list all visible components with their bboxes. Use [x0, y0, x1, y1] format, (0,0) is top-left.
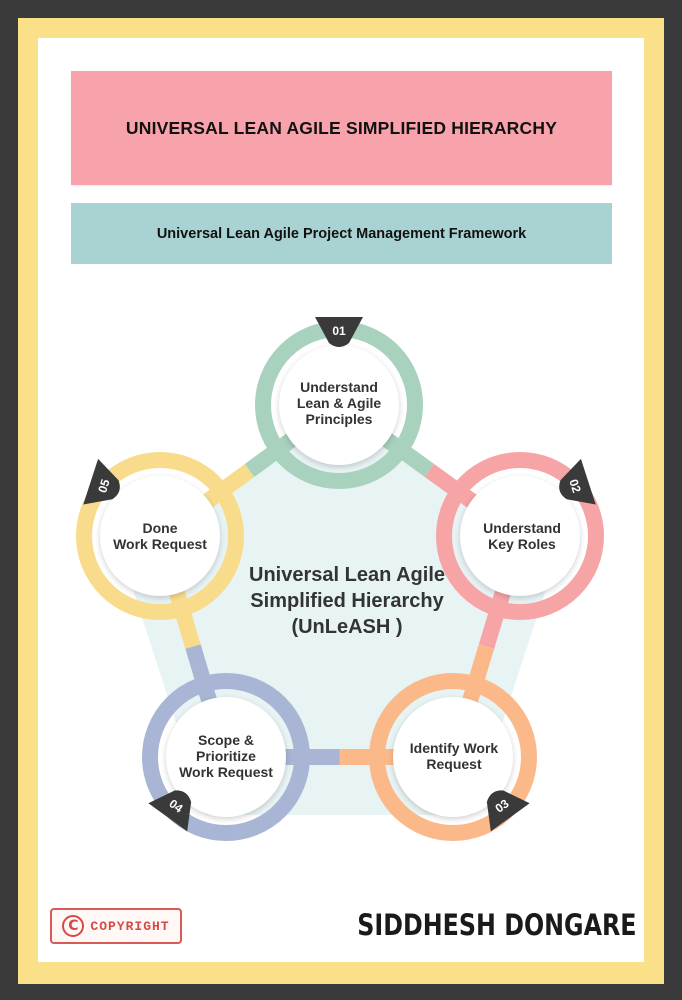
step-label-line: Work Request [179, 764, 273, 780]
step-label-line: Identify Work [410, 740, 499, 756]
step-node-04: Scope & Prioritize Work Request 04 [142, 673, 310, 841]
step-circle [100, 476, 220, 596]
step-ring [76, 452, 244, 620]
page-subtitle: Universal Lean Agile Project Management … [156, 225, 527, 242]
step-node-03: Identify Work Request 03 [369, 673, 537, 841]
copyright-icon: C [62, 915, 85, 937]
step-label-line: Principles [306, 411, 373, 427]
step-label-line: Understand [300, 379, 378, 395]
step-label-line: Work Request [113, 536, 207, 552]
step-label-line: Lean & Agile [297, 395, 381, 411]
step-circle [279, 345, 399, 465]
step-label-line: Prioritize [196, 748, 256, 764]
badge-shape [148, 790, 192, 832]
step-label-line: Done [143, 520, 178, 536]
badge-shape [486, 790, 530, 832]
center-title-line: Simplified Hierarchy [250, 590, 444, 612]
step-circle [460, 476, 580, 596]
title-banner: UNIVERSAL LEAN AGILE SIMPLIFIED HIERARCH… [71, 71, 612, 185]
step-label-line: Request [426, 756, 482, 772]
step-ring [436, 452, 604, 620]
author-name: SIDDHESH DONGARE [357, 908, 637, 942]
step-label-line: Scope & [198, 732, 254, 748]
page-title: UNIVERSAL LEAN AGILE SIMPLIFIED HIERARCH… [125, 117, 558, 138]
badge-shape [559, 458, 596, 505]
step-ring [142, 673, 310, 841]
badge-shape [315, 317, 363, 347]
step-badge: 03 [486, 790, 530, 832]
step-label-line: Understand [483, 520, 561, 536]
subtitle-banner: Universal Lean Agile Project Management … [71, 203, 612, 264]
step-label-line: Key Roles [488, 536, 556, 552]
step-node-01: Understand Lean & Agile Principles 01 [255, 317, 423, 489]
step-number: 02 [566, 477, 584, 494]
badge-shape [83, 458, 120, 505]
copyright-label: COPYRIGHT [90, 918, 170, 934]
step-node-02: Understand Key Roles 02 [436, 452, 604, 620]
step-circle [166, 697, 286, 817]
step-badge: 01 [315, 317, 363, 347]
step-ring [369, 673, 537, 841]
step-badge: 04 [148, 790, 192, 832]
step-badge: 05 [83, 458, 120, 505]
copyright-badge: C COPYRIGHT [50, 908, 182, 944]
step-number: 01 [332, 324, 346, 338]
step-node-05: Done Work Request 05 [76, 452, 244, 620]
step-number: 05 [95, 477, 113, 494]
center-title-line: Universal Lean Agile [249, 564, 445, 586]
step-circle [393, 697, 513, 817]
center-title-line: (UnLeASH ) [291, 616, 402, 638]
step-badge: 02 [559, 458, 596, 505]
